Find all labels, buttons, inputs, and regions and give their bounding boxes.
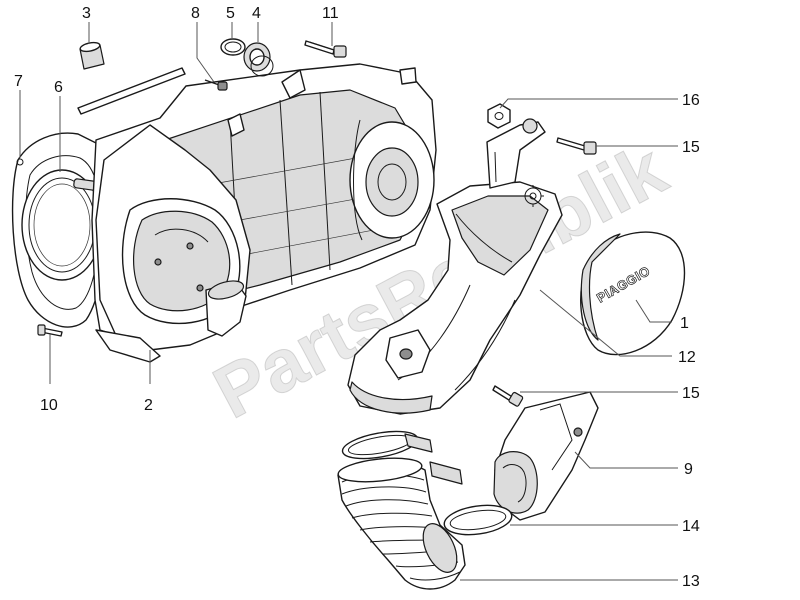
callout-6: 6 bbox=[54, 79, 63, 96]
screw-part-15-lower bbox=[492, 385, 524, 407]
corrugated-hose-part-13 bbox=[337, 457, 466, 590]
callout-5: 5 bbox=[226, 5, 235, 22]
callout-numbers: 3 8 5 4 11 7 6 10 2 16 15 1 12 15 9 14 1… bbox=[14, 5, 700, 590]
screw-part-10 bbox=[37, 324, 63, 337]
spacer-strip bbox=[77, 67, 186, 115]
gear-symbol-icon bbox=[522, 185, 544, 207]
callout-10: 10 bbox=[40, 397, 58, 414]
callout-7: 7 bbox=[14, 73, 23, 90]
seal-ring-part-5 bbox=[220, 38, 246, 56]
callout-leaders bbox=[19, 22, 678, 581]
callout-1: 1 bbox=[680, 315, 689, 332]
callout-15-lower: 15 bbox=[682, 385, 700, 402]
callout-8: 8 bbox=[191, 5, 200, 22]
screw-part-8 bbox=[204, 79, 228, 91]
cap-part-3 bbox=[79, 41, 105, 70]
callout-11: 11 bbox=[322, 5, 339, 22]
screw-part-11 bbox=[304, 40, 347, 58]
callout-3: 3 bbox=[82, 5, 91, 22]
nut-part-16 bbox=[487, 103, 511, 129]
callout-13: 13 bbox=[682, 573, 700, 590]
callout-15-upper: 15 bbox=[682, 139, 700, 156]
callout-4: 4 bbox=[252, 5, 261, 22]
cover-part-1: PIAGGIO bbox=[580, 231, 686, 356]
callout-14: 14 bbox=[682, 518, 700, 535]
callout-12: 12 bbox=[678, 349, 696, 366]
transmission-cover-part-2 bbox=[91, 63, 437, 363]
air-duct-part-12 bbox=[347, 118, 563, 415]
callout-16: 16 bbox=[682, 92, 700, 109]
hose-clamp-part-14 bbox=[341, 430, 513, 536]
intake-fitting-part-9 bbox=[493, 391, 599, 521]
callout-2: 2 bbox=[144, 397, 153, 414]
bearing-part-4 bbox=[243, 42, 274, 77]
callout-9: 9 bbox=[684, 461, 693, 478]
screw-part-15-upper bbox=[556, 137, 597, 155]
